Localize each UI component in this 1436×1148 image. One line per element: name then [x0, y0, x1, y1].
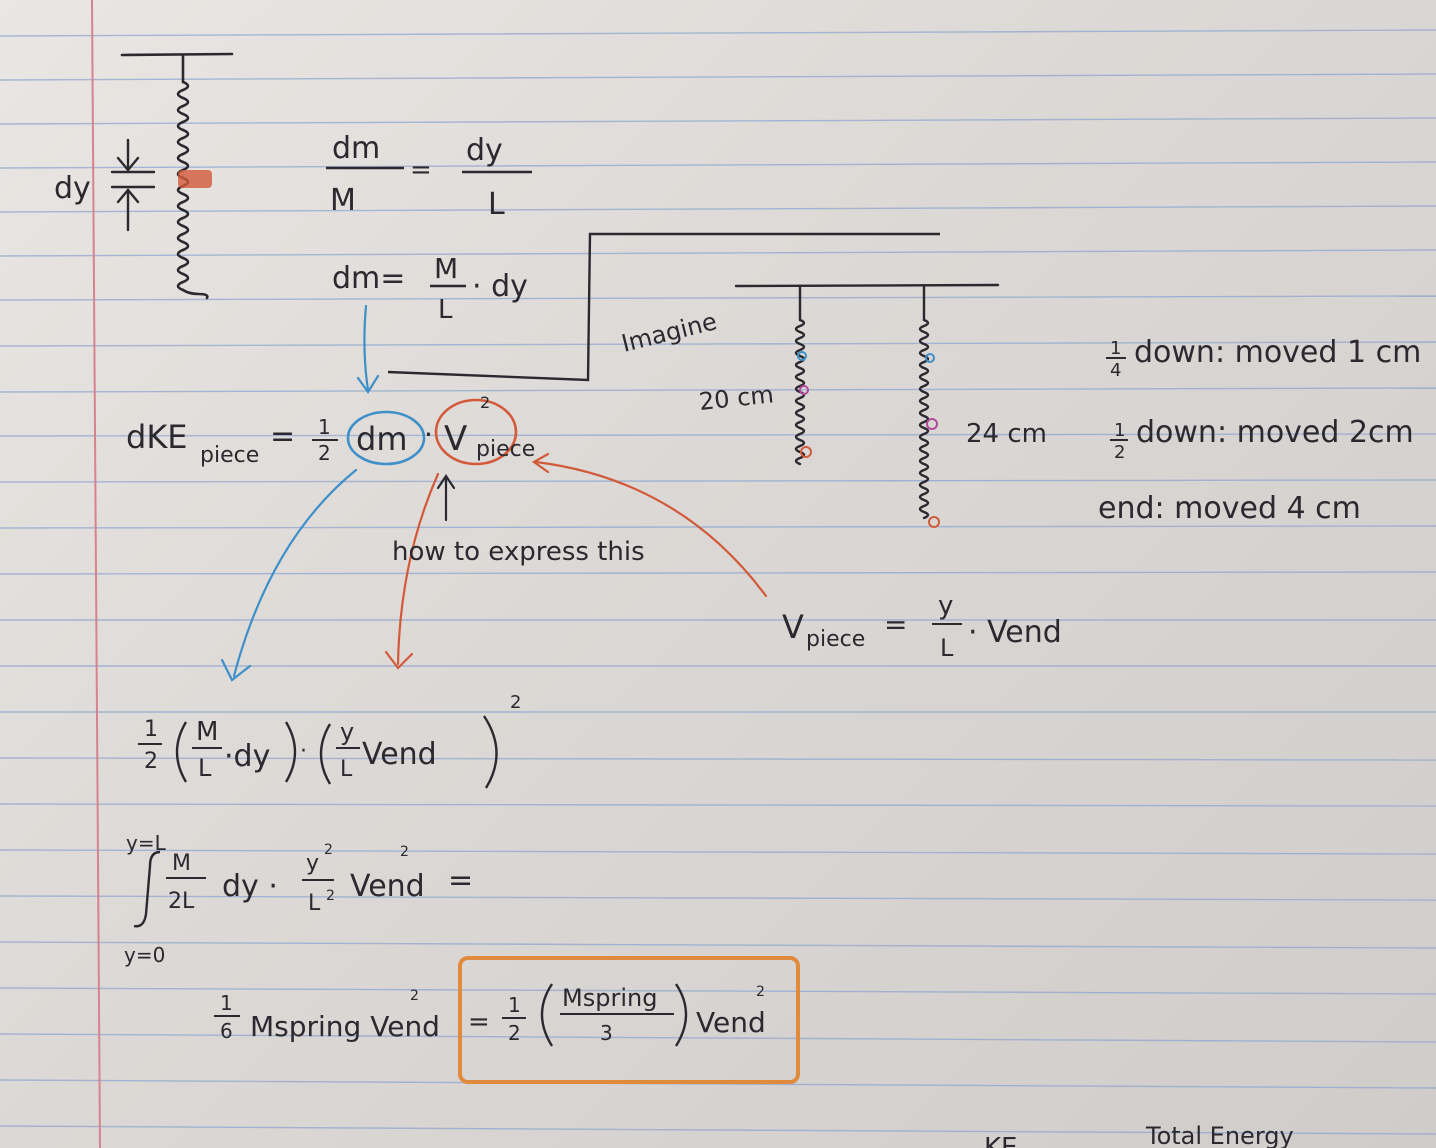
int-upper: y=L [126, 831, 167, 855]
note-half-text: down: moved 2cm [1136, 415, 1414, 450]
int-l-exp: 2 [326, 888, 335, 904]
dke-v: V [444, 419, 467, 459]
vpiece-circle [434, 398, 518, 466]
note-quarter-den: 4 [1110, 360, 1121, 381]
note-quarter-num: 1 [1110, 338, 1121, 359]
res-inner-num: Mspring [562, 984, 657, 1012]
res-eq: = [468, 1007, 490, 1037]
dm-circle [346, 410, 426, 466]
expr-half-num: 1 [144, 717, 158, 742]
dke-equals: = [270, 419, 295, 454]
dy-label: dy [54, 171, 91, 206]
dm-eq-den: L [438, 295, 453, 325]
res-frac-num: 1 [220, 991, 233, 1015]
imagine-bracket [387, 232, 940, 382]
int-y-exp: 2 [324, 842, 333, 858]
dy-marker [110, 138, 156, 232]
imagine-label: Imagine [619, 307, 720, 358]
expr-half-den: 2 [144, 749, 158, 774]
expr-mid-dot: · [300, 739, 307, 764]
arrow-dm-to-dke [363, 304, 370, 392]
dm-eq-num: M [434, 252, 458, 285]
integral-line: y=L y=0 M 2L dy · y 2 L 2 Vend 2 = [124, 831, 473, 967]
ratio-den-right: L [488, 187, 505, 222]
hanging-spring-diagram [120, 52, 234, 300]
dke-half-num: 1 [318, 415, 331, 439]
dm-equation: dm= M L · dy [332, 252, 528, 325]
annotation-text: how to express this [392, 537, 645, 567]
ratio-equals: = [410, 155, 432, 185]
arrow-dm-to-expr [232, 468, 358, 678]
dke-lhs-sub: piece [200, 443, 259, 468]
res-vend-exp: 2 [756, 984, 765, 1000]
dke-v-sup: 2 [480, 393, 490, 412]
expr-y-num: y [340, 718, 354, 746]
bottom-ke: KE [984, 1133, 1017, 1148]
dke-lhs: dKE [126, 418, 188, 456]
ratio-den-left: M [330, 183, 356, 218]
res-vend: Vend [696, 1006, 766, 1039]
expr-exp: 2 [510, 692, 521, 713]
vpiece-tail: · Vend [968, 615, 1062, 650]
side-notes: 1 4 down: moved 1 cm 1 2 down: moved 2cm… [1098, 335, 1421, 526]
expr-dy: ·dy [224, 739, 270, 774]
int-eq: = [448, 863, 473, 898]
dke-equation: dKE piece = 1 2 dm · V piece 2 [126, 393, 535, 468]
dke-dot: · [424, 418, 433, 451]
res-inner-den: 3 [600, 1021, 613, 1045]
int-v-exp: 2 [400, 844, 409, 860]
note-half-num: 1 [1114, 420, 1125, 441]
res-frac-den: 6 [220, 1019, 233, 1043]
dm-eq-lhs: dm= [332, 261, 405, 296]
spring-piece-marker [178, 170, 212, 188]
expr-vend: Vend [362, 737, 437, 772]
res-text: Mspring Vend [250, 1010, 440, 1043]
arrow-vpiece-def [534, 460, 768, 598]
dm-eq-tail: · dy [472, 269, 528, 304]
arrow-v-to-expr [396, 472, 440, 666]
vpiece-lhs-sub: piece [806, 627, 865, 652]
arrows [220, 304, 768, 682]
res-half-num: 1 [508, 993, 521, 1017]
int-l-den: L [308, 891, 321, 916]
ratio-num-left: dm [332, 131, 380, 166]
int-m-den: 2L [168, 889, 195, 914]
two-spring-diagram [734, 283, 1000, 520]
vpiece-equation: V piece = y L · Vend [782, 591, 1062, 662]
int-m-num: M [172, 851, 191, 876]
vpiece-den: L [940, 634, 954, 662]
vpiece-equals: = [884, 608, 907, 641]
res-v-exp: 2 [410, 988, 419, 1004]
note-end-text: end: moved 4 cm [1098, 491, 1361, 526]
res-half-den: 2 [508, 1021, 521, 1045]
note-quarter-text: down: moved 1 cm [1134, 335, 1421, 370]
bottom-total: Total Energy [1145, 1122, 1294, 1148]
note-half-den: 2 [1114, 442, 1125, 463]
ratio-num-right: dy [466, 133, 503, 168]
vpiece-lhs: V [782, 608, 804, 646]
answer-box [458, 956, 800, 1084]
expression-line: 1 2 M L ·dy · y L Vend 2 [138, 692, 521, 789]
dke-dm: dm [356, 420, 407, 458]
int-lower: y=0 [124, 943, 165, 967]
expr-m-den: L [198, 754, 212, 782]
ratio-equation: dm M = dy L [326, 131, 532, 222]
bottom-partial-row: KE Total Energy [984, 1122, 1294, 1148]
dke-v-sub: piece [476, 437, 535, 462]
spring-dots [797, 351, 940, 528]
spring-label-long: 24 cm [966, 419, 1047, 449]
result-line: 1 6 Mspring Vend 2 = 1 2 Mspring 3 Vend … [214, 956, 800, 1084]
vpiece-num: y [938, 591, 953, 621]
int-vend: Vend [350, 869, 425, 904]
int-dy: dy · [222, 869, 278, 904]
margin-line [91, 0, 101, 1148]
ruled-lines [0, 29, 1436, 1135]
dke-half-den: 2 [318, 441, 331, 465]
expr-m-num: M [196, 717, 218, 747]
int-y-num: y [306, 851, 319, 876]
expr-y-den: L [340, 757, 353, 782]
spring-label-short: 20 cm [698, 380, 775, 416]
